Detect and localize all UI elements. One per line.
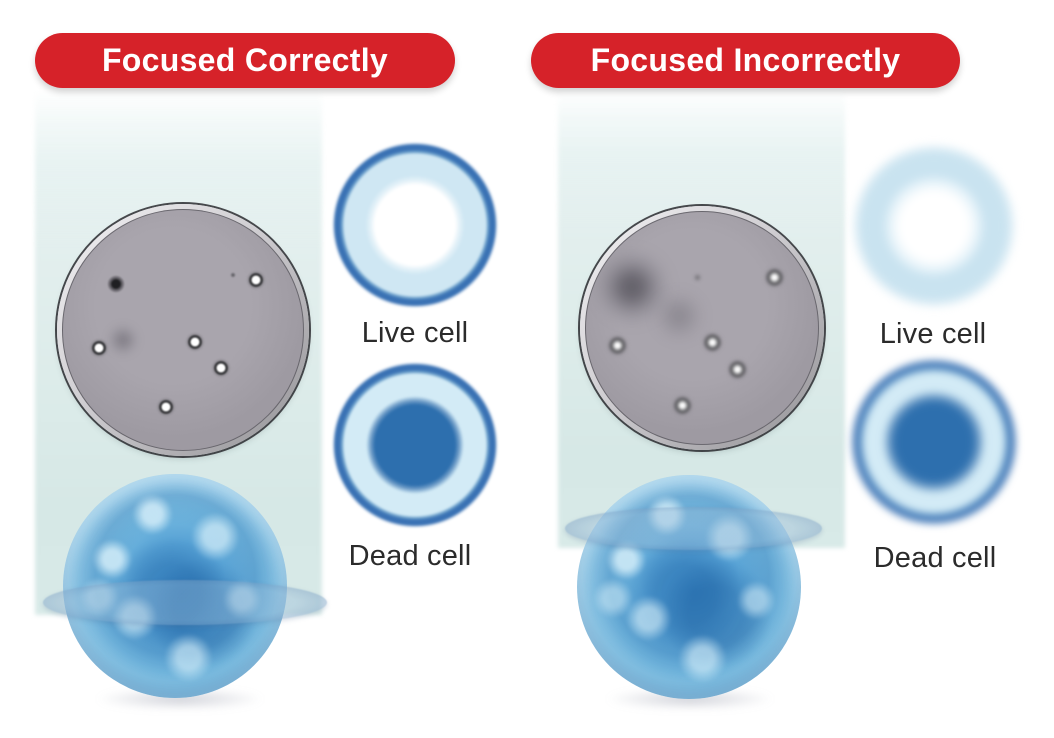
legend-live-cell-icon xyxy=(332,142,498,308)
faint-smudge xyxy=(106,323,140,357)
banner-focused-correctly: Focused Correctly xyxy=(35,33,455,88)
debris-dot xyxy=(230,272,236,278)
sphere-shadow xyxy=(605,688,775,710)
sphere-shadow xyxy=(95,688,265,710)
live-cell-dot xyxy=(211,358,231,378)
banner-label: Focused Correctly xyxy=(101,42,389,78)
blurred-live-cell-dot xyxy=(702,332,723,353)
debris-dot xyxy=(694,274,701,281)
focal-plane-lens-incorrect xyxy=(565,507,822,550)
blurred-live-cell-dot xyxy=(727,359,748,380)
blurred-live-cell-dot xyxy=(607,335,628,356)
legend-live-cell-label: Live cell xyxy=(879,318,987,350)
microscope-field-surface xyxy=(585,211,819,445)
legend-dead-cell-icon xyxy=(332,362,498,528)
live-cell-dot xyxy=(89,338,109,358)
microscope-field-disc-sharp xyxy=(57,204,309,456)
focal-plane-lens-correct xyxy=(43,580,327,625)
blurred-dead-cell-smudge xyxy=(595,250,669,324)
faint-smudge xyxy=(654,291,704,341)
blurred-live-cell-dot xyxy=(672,395,693,416)
legend-dead-cell-label: Dead cell xyxy=(348,540,472,572)
banner-focused-incorrectly: Focused Incorrectly xyxy=(531,33,960,88)
live-cell-dot xyxy=(246,270,266,290)
banner-label: Focused Incorrectly xyxy=(590,42,901,78)
microscope-field-disc-blurry xyxy=(580,206,824,450)
blurred-live-cell-dot xyxy=(764,267,785,288)
dead-cell-dot xyxy=(107,275,125,293)
microscope-field-surface xyxy=(62,209,304,451)
live-cell-dot xyxy=(185,332,205,352)
live-cell-dot xyxy=(156,397,176,417)
legend-live-cell-icon-blurred xyxy=(851,143,1017,309)
legend-live-cell-label: Live cell xyxy=(361,317,469,349)
legend-dead-cell-icon-blurred xyxy=(851,359,1017,525)
legend-dead-cell-label: Dead cell xyxy=(873,542,997,574)
